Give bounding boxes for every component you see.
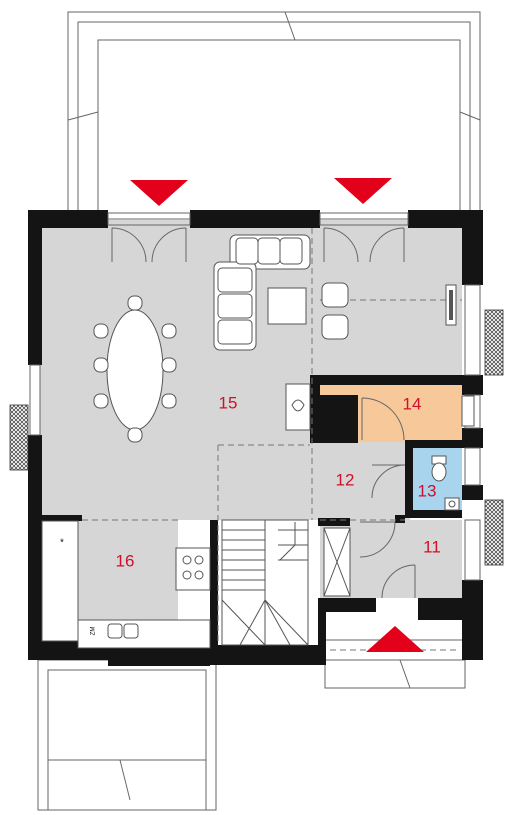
coffee-table bbox=[267, 287, 307, 325]
arrow-up-icon bbox=[366, 626, 424, 652]
armchairs bbox=[321, 282, 349, 340]
fireplace bbox=[285, 383, 311, 431]
entry-arrows bbox=[130, 178, 424, 652]
floor-living bbox=[40, 220, 320, 520]
room-labels: 15 14 12 13 16 11 bbox=[116, 393, 441, 570]
floor-hall bbox=[320, 440, 410, 520]
boiler bbox=[461, 395, 475, 427]
stove-icon bbox=[182, 555, 204, 580]
doors bbox=[111, 227, 416, 599]
arrow-down-icon bbox=[130, 180, 188, 206]
floor-kitchen bbox=[78, 520, 178, 620]
bathroom-fixtures bbox=[431, 455, 460, 511]
windows bbox=[29, 212, 481, 581]
dining-table bbox=[93, 295, 177, 443]
room-label-13: 13 bbox=[418, 481, 437, 500]
room-label-11: 11 bbox=[423, 537, 441, 556]
room-label-15: 15 bbox=[219, 393, 238, 412]
svg-text:*: * bbox=[60, 538, 64, 549]
walls bbox=[28, 210, 483, 666]
sofa bbox=[213, 234, 311, 351]
staircase bbox=[221, 519, 309, 646]
room-label-12: 12 bbox=[336, 470, 355, 489]
sink-icon bbox=[107, 623, 139, 639]
room-label-14: 14 bbox=[403, 394, 422, 413]
room-label-16: 16 bbox=[116, 551, 135, 570]
arrow-down-icon bbox=[334, 178, 392, 204]
kitchen: * ZM bbox=[41, 520, 211, 649]
fridge-label: ZM bbox=[91, 627, 97, 636]
wardrobe bbox=[323, 527, 351, 597]
terrace-north bbox=[67, 11, 481, 210]
radiators bbox=[9, 309, 504, 566]
terrace-south bbox=[37, 659, 217, 811]
tv-stand bbox=[445, 284, 457, 326]
